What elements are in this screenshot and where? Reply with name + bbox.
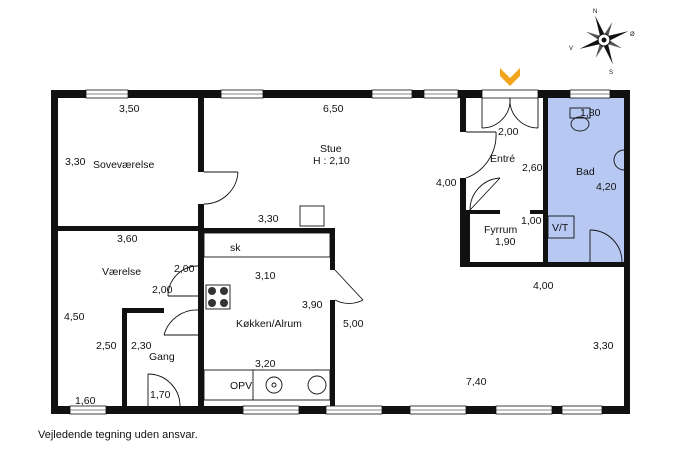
compass-north-label: N	[593, 9, 597, 15]
dimension-label: 3,50	[119, 103, 140, 115]
dimension-label: 4,00	[533, 280, 554, 292]
dimension-label: 5,00	[343, 318, 364, 330]
room-label-fyrrum: Fyrrum	[484, 224, 517, 236]
room-label-sovevaerelse: Soveværelse	[93, 159, 154, 171]
interior-walls	[58, 98, 630, 406]
compass-rose-icon	[579, 15, 629, 65]
bathroom-area	[548, 98, 624, 264]
dimension-label: 1,90	[495, 236, 516, 248]
room-label-koekken: Køkken/Alrum	[236, 318, 302, 330]
stove-icon	[208, 287, 228, 307]
dimension-label: 7,40	[466, 376, 487, 388]
fixture-label-opv: OPV	[230, 380, 252, 392]
dimension-label: 1,80	[580, 107, 601, 119]
compass-south-label: S	[609, 70, 613, 76]
dimension-label: 3,30	[258, 213, 279, 225]
fixture-label-vt: V/T	[552, 222, 569, 234]
dimension-label: 2,00	[174, 263, 195, 275]
dimension-label: 4,50	[64, 311, 85, 323]
compass-west-label: V	[569, 46, 573, 52]
dimension-label: 1,00	[521, 215, 542, 227]
fixture-label-sk: sk	[230, 242, 241, 254]
dimension-label: 6,50	[323, 103, 344, 115]
entrance-arrow-icon	[500, 68, 520, 86]
dimension-label: 2,50	[96, 340, 117, 352]
dimension-label: 3,10	[255, 270, 276, 282]
room-label-bad: Bad	[576, 166, 595, 178]
room-label-gang: Gang	[149, 351, 175, 363]
door-swings	[147, 97, 623, 407]
dimension-label: 3,30	[593, 340, 614, 352]
room-label-stue: Stue	[320, 143, 342, 155]
dimension-label: 4,20	[596, 181, 617, 193]
dimension-label: 3,30	[65, 156, 86, 168]
dimension-label: 3,20	[255, 358, 276, 370]
dimension-label: 1,60	[75, 395, 96, 407]
room-height-stue: H : 2,10	[313, 155, 350, 167]
disclaimer-note: Vejledende tegning uden ansvar.	[38, 429, 198, 441]
dimension-label: 3,60	[117, 233, 138, 245]
room-label-vaerelse: Værelse	[102, 266, 141, 278]
dimension-label: 4,00	[436, 177, 457, 189]
dimension-label: 2,30	[131, 340, 152, 352]
dimension-label: 2,00	[498, 126, 519, 138]
dimension-label: 2,00	[152, 284, 173, 296]
compass-east-label: Ø	[630, 32, 635, 38]
dimension-label: 2,60	[522, 162, 543, 174]
room-label-entre: Entré	[490, 153, 515, 165]
dimension-label: 1,70	[150, 389, 171, 401]
dimension-label: 3,90	[302, 299, 323, 311]
